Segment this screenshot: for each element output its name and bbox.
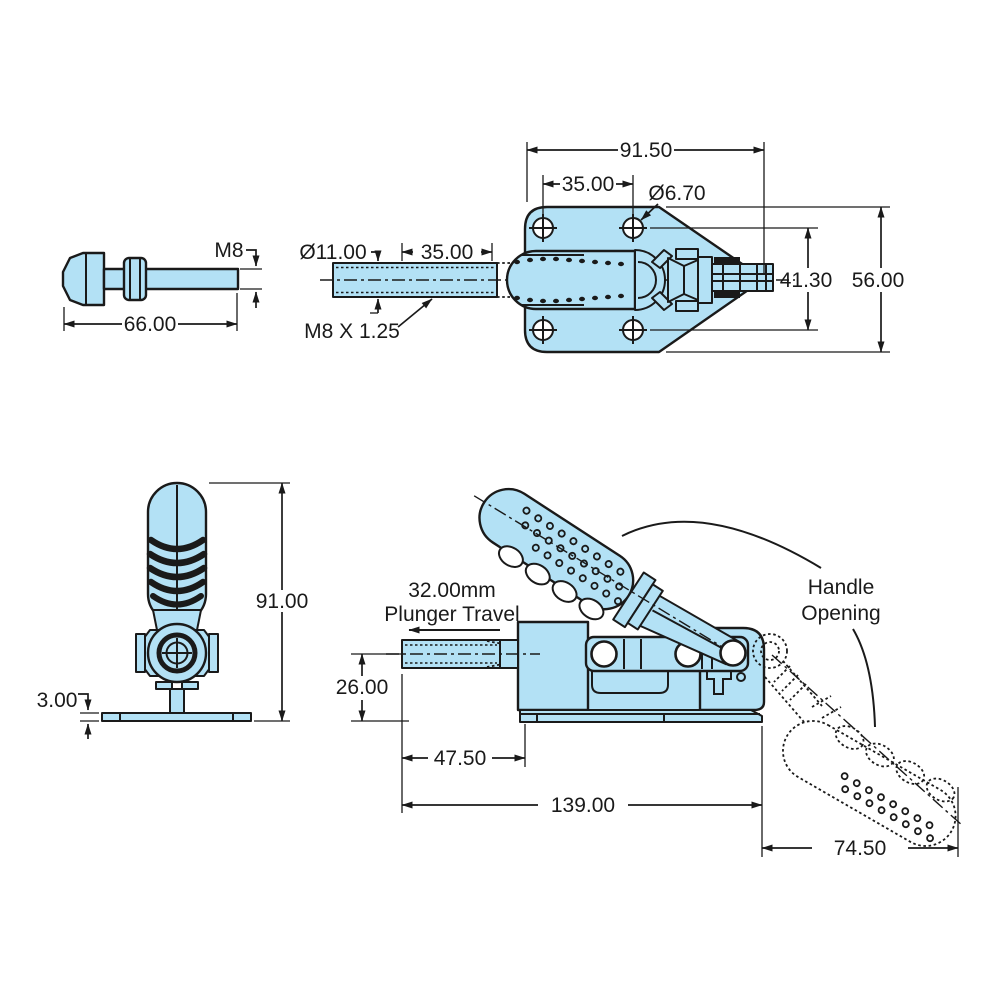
linkage-top — [651, 248, 774, 312]
handle-closed — [473, 487, 742, 666]
dim-handle-reach: 74.50 — [834, 837, 887, 860]
dim-thread-spec: M8 X 1.25 — [304, 320, 400, 343]
handle-open-phantom — [752, 633, 964, 847]
grip-rings — [146, 536, 208, 608]
dim-overall-length: 139.00 — [551, 794, 615, 817]
grip-top-dots — [514, 256, 624, 304]
dim-spindle-thread: M8 — [214, 239, 243, 262]
label-plunger-travel-2: Plunger Travel — [384, 603, 519, 626]
spindle-view: M8 66.00 — [61, 239, 262, 336]
phantom-grip-dots — [840, 772, 934, 843]
dim-overall-height: 91.00 — [256, 590, 309, 613]
dim-hole-diameter: Ø6.70 — [648, 182, 705, 205]
grip-top — [505, 249, 666, 311]
dim-plunger-to-body: 47.50 — [434, 747, 487, 770]
dim-hole-spacing: 35.00 — [562, 173, 615, 196]
dim-rod-diameter: Ø11.00 — [299, 241, 366, 264]
side-view: Handle Opening 32.00mm Plunger Travel 26… — [336, 487, 964, 860]
dim-base-thickness: 3.00 — [37, 689, 78, 712]
dim-spindle-length: 66.00 — [124, 313, 177, 336]
label-handle-opening-2: Opening — [801, 602, 880, 625]
dim-centerline-height: 26.00 — [336, 676, 389, 699]
dim-base-length: 91.50 — [620, 139, 673, 162]
front-view: 91.00 3.00 — [37, 481, 309, 739]
dim-rod-thread-length: 35.00 — [421, 241, 474, 264]
label-plunger-travel-1: 32.00mm — [408, 579, 496, 602]
label-handle-opening-1: Handle — [808, 576, 875, 599]
dim-hole-row-spacing: 41.30 — [780, 269, 833, 292]
mounting-holes — [529, 214, 647, 344]
dim-base-width: 56.00 — [852, 269, 905, 292]
top-view: 91.50 35.00 Ø6.70 41.30 56.00 Ø11.00 35.… — [299, 139, 905, 354]
